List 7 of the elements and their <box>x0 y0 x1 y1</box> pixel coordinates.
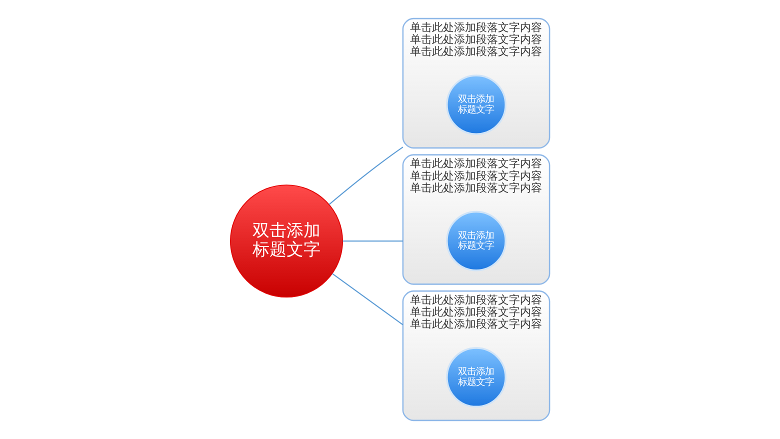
node-circle: 双击添加标题文字 <box>446 210 506 272</box>
node-circle: 双击添加标题文字 <box>230 184 343 298</box>
connector <box>342 240 403 242</box>
connector <box>328 146 404 205</box>
connector <box>332 273 404 326</box>
node-circle: 双击添加标题文字 <box>446 74 506 135</box>
node-circle: 双击添加标题文字 <box>446 347 506 408</box>
